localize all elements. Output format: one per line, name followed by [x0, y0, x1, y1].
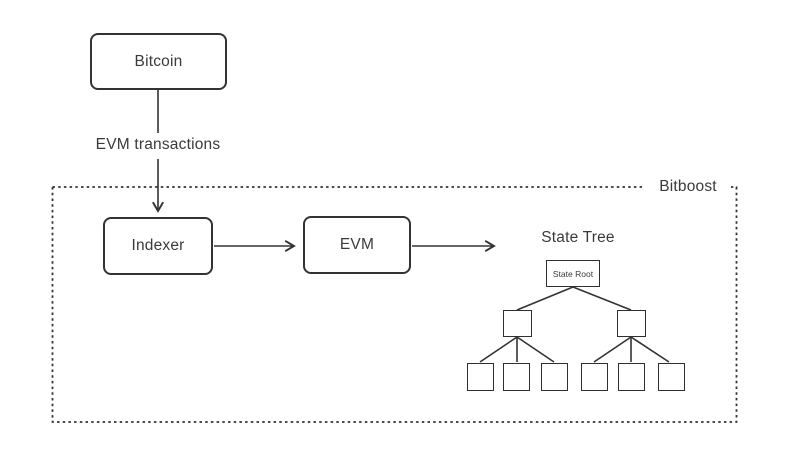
tree-internal-node-left — [503, 310, 532, 337]
state-tree-title: State Tree — [541, 229, 615, 246]
tree-edge-right-1 — [593, 336, 632, 363]
evm-transactions-label: EVM transactions — [95, 136, 221, 153]
indexer-node: Indexer — [103, 217, 213, 275]
tree-leaf-node-2 — [503, 363, 530, 391]
state-root-node: State Root — [546, 260, 600, 287]
indexer-node-label: Indexer — [131, 237, 185, 254]
bitcoin-node: Bitcoin — [90, 33, 227, 90]
state-root-label: State Root — [552, 268, 594, 279]
evm-node: EVM — [303, 216, 411, 274]
tree-edge-root-right — [572, 286, 632, 311]
bitboost-container-border — [51, 186, 738, 423]
tree-edge-left-1 — [479, 336, 518, 363]
tree-leaf-node-1 — [467, 363, 494, 391]
evm-node-label: EVM — [339, 236, 375, 253]
bitcoin-node-label: Bitcoin — [134, 52, 183, 70]
tree-leaf-node-5 — [618, 363, 645, 391]
tree-edge-right-3 — [630, 336, 670, 363]
tree-edge-left-3 — [516, 336, 555, 363]
tree-leaf-node-3 — [541, 363, 568, 391]
tree-leaf-node-4 — [581, 363, 608, 391]
tree-edge-root-left — [516, 286, 574, 311]
bitboost-container-label: Bitboost — [645, 177, 731, 197]
tree-leaf-node-6 — [658, 363, 685, 391]
tree-internal-node-right — [617, 310, 646, 337]
